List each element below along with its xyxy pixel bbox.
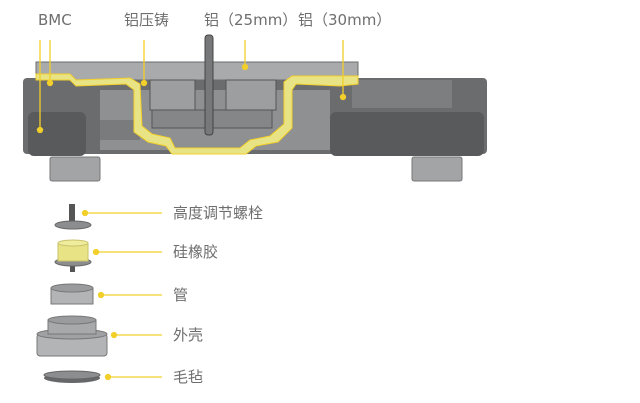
aluminum-diecast-chassis (35, 73, 359, 155)
label-aluminum-30mm: 铝（30mm） (298, 11, 392, 29)
spindle (204, 34, 214, 136)
top-leader-lines (36, 40, 347, 134)
label-silicone-rubber: 硅橡胶 (173, 243, 219, 261)
label-aluminum-25mm: 铝（25mm） (204, 11, 298, 29)
foot-left (49, 156, 101, 182)
foot-right (411, 156, 463, 182)
part-leader-lines (81, 209, 162, 381)
tube-part (50, 283, 94, 305)
silicone-rubber-part (54, 239, 92, 272)
label-felt: 毛毡 (173, 368, 204, 386)
shell-part (36, 315, 108, 357)
label-shell: 外壳 (173, 326, 204, 344)
label-tube: 管 (173, 286, 189, 304)
label-height-adjust-bolt: 高度调节螺栓 (173, 204, 264, 222)
felt-part (43, 370, 101, 383)
motor-platter-internals (149, 79, 277, 129)
label-die-cast-aluminum: 铝压铸 (124, 11, 170, 29)
bolt-part (54, 204, 92, 230)
label-bmc: BMC (38, 11, 72, 29)
